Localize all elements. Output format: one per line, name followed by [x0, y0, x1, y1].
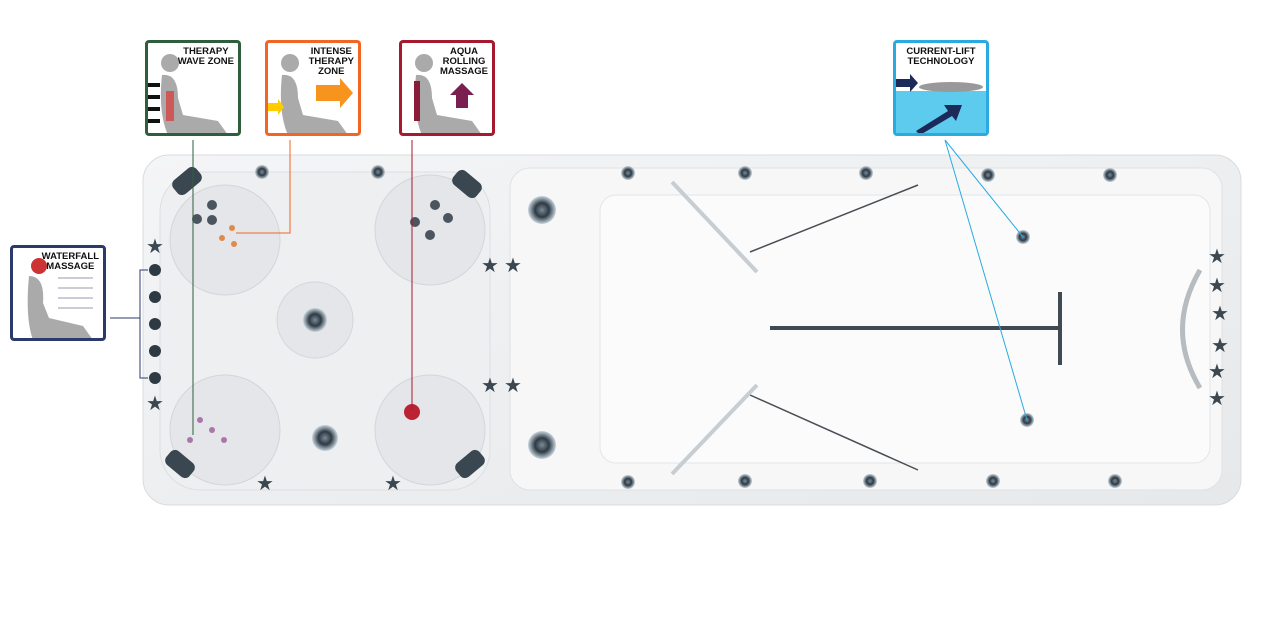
label-line: WAVE ZONE [177, 56, 234, 67]
svg-text:★: ★ [481, 375, 499, 397]
seated-figure-icon [148, 54, 227, 133]
seated-figure-icon [414, 54, 481, 133]
svg-text:★: ★ [504, 255, 522, 277]
label-line: TECHNOLOGY [907, 56, 975, 67]
svg-text:★: ★ [1211, 303, 1229, 325]
label-line: MASSAGE [439, 66, 488, 77]
label-line: AQUA [449, 46, 478, 57]
svg-text:★: ★ [481, 255, 499, 277]
svg-text:★: ★ [146, 236, 164, 258]
label-line: ZONE [318, 66, 345, 77]
svg-text:★: ★ [1211, 335, 1229, 357]
svg-text:★: ★ [1208, 361, 1226, 383]
spa-seats [169, 174, 486, 486]
label-line: CURRENT-LIFT [906, 46, 976, 57]
label-line: ROLLING [442, 56, 486, 67]
handrails [670, 180, 759, 476]
tether-straps [749, 184, 919, 471]
seated-figure-icon [268, 54, 353, 133]
label-line: MASSAGE [46, 261, 95, 272]
headrest-pillows [165, 166, 485, 479]
svg-text:★: ★ [1208, 246, 1226, 268]
svg-text:★: ★ [256, 473, 274, 495]
svg-text:★: ★ [504, 375, 522, 397]
star-pillows: ★★ ★★★★ ★★ ★★★★★★ [146, 236, 1229, 495]
swimmer-icon [896, 74, 986, 133]
waterfall-jets [149, 264, 161, 384]
leader-lines [110, 139, 1028, 435]
perimeter-jets [255, 165, 1122, 489]
seated-figure-icon [27, 258, 93, 338]
svg-text:★: ★ [384, 473, 402, 495]
steps-rail [1180, 268, 1203, 390]
label-line: WATERFALL [41, 251, 99, 262]
label-line: INTENSE [310, 46, 352, 57]
svg-text:★: ★ [146, 393, 164, 415]
label-line: THERAPY [183, 46, 229, 57]
svg-text:★: ★ [1208, 275, 1226, 297]
swim-lane-marker [770, 292, 1062, 365]
svg-text:★: ★ [1208, 388, 1226, 410]
label-line: THERAPY [308, 56, 354, 67]
spa-jets [187, 200, 453, 443]
